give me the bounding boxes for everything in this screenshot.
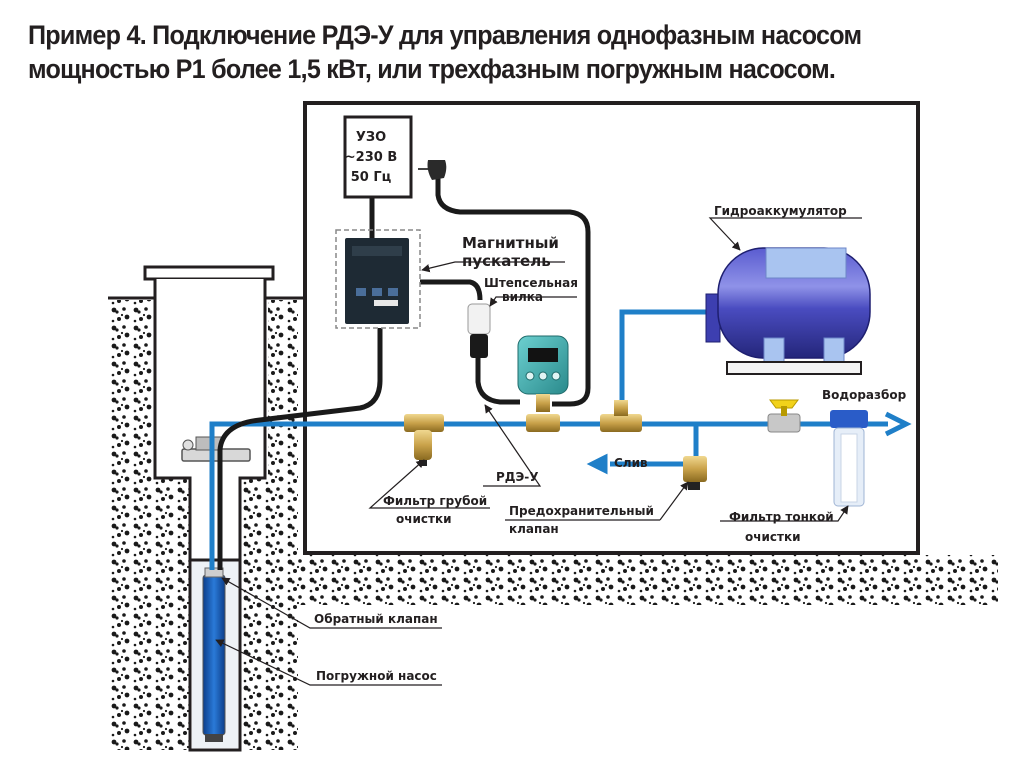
label-magnetic-starter-2: пускатель [462,252,551,270]
drain-arrow [586,453,608,475]
plug-socket [467,303,491,358]
label-check-valve: Обратный клапан [314,612,438,626]
uzo-box [343,115,413,199]
label-fine-filter-1: Фильтр тонкой [729,510,834,524]
label-drain: Слив [614,456,648,470]
tee-fitting [600,400,642,432]
label-safety-valve-1: Предохранительный [509,504,654,518]
magnetic-starter [345,238,409,324]
ball-valve [767,399,801,433]
label-accumulator: Гидроаккумулятор [714,204,847,218]
soil [108,296,998,750]
title-line-2: мощностью P1 более 1,5 кВт, или трехфазн… [28,54,836,84]
label-rde: РДЭ-У [496,470,539,484]
leader-lines [215,217,862,686]
hydroaccumulator [705,247,871,375]
uzo-voltage: ~230 В [344,150,398,165]
fine-filter [830,410,868,507]
label-magnetic-starter-1: Магнитный [462,234,559,252]
submersible-pump [202,567,226,742]
uzo-frequency: 50 Гц [350,170,392,185]
label-plug-2: вилка [502,290,544,304]
magnetic-starter-box [335,229,421,329]
uzo-label: УЗО ~230 В 50 Гц [336,128,406,188]
label-submersible-pump: Погружной насос [316,669,437,683]
diagram-title: Пример 4. Подключение РДЭ-У для управлен… [28,18,939,86]
label-fine-filter-2: очистки [745,530,801,544]
title-line-1: Пример 4. Подключение РДЭ-У для управлен… [28,20,862,50]
uzo-name: УЗО [355,130,387,145]
water-outlet-arrow [884,411,912,437]
label-water-outlet: Водоразбор [822,388,907,402]
label-safety-valve-2: клапан [509,522,559,536]
electric-cables [217,175,591,570]
label-coarse-filter-2: очистки [396,512,452,526]
label-coarse-filter-1: Фильтр грубой [383,494,488,508]
power-plug-icon [418,160,447,180]
well-head [181,436,251,462]
label-plug-1: Штепсельная [484,276,578,290]
rde-controller [517,335,569,432]
